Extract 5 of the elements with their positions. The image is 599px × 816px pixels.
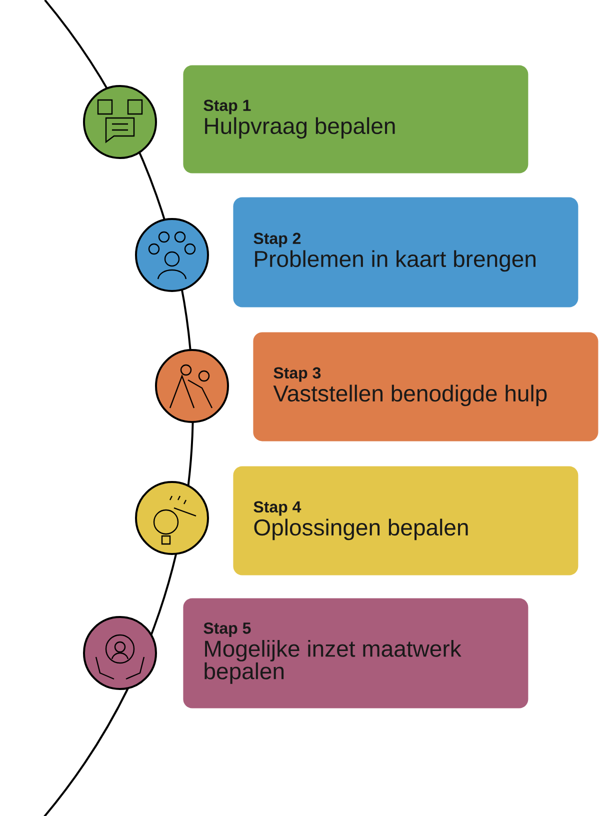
step-box: Stap 1 Hulpvraag bepalen	[183, 65, 528, 174]
step-box: Stap 3 Vaststellen benodigde hulp	[253, 332, 598, 442]
step-box: Stap 2 Problemen in kaart brengen	[233, 197, 578, 308]
step-box: Stap 4 Oplossingen bepalen	[233, 466, 578, 576]
step-box: Stap 5 Mogelijke inzet maatwerk bepalen	[183, 598, 528, 708]
